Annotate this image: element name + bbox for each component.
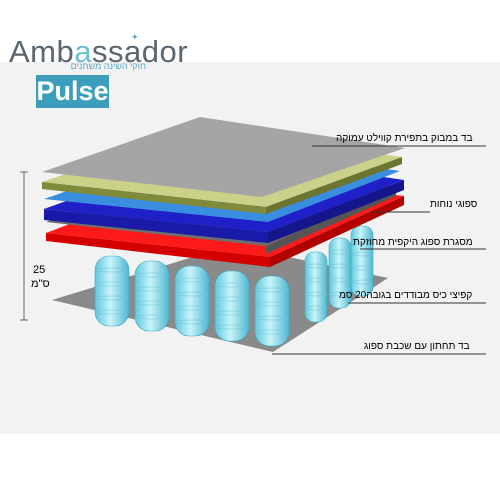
label-bottom-fabric: בד תחתון עם שכבת ספוג — [364, 341, 470, 352]
pocket-springs-layer — [94, 225, 374, 347]
pocket-spring-coil — [350, 279, 374, 285]
pocket-spring-coil — [134, 272, 170, 278]
comfort-foam-layer-side — [42, 182, 266, 214]
pocket-spring-coil — [254, 301, 290, 307]
callout-lines — [272, 145, 486, 355]
pocket-spring — [350, 225, 374, 297]
edge-frame-layer-right-side — [270, 196, 404, 267]
height-unit: ס"מ — [31, 278, 50, 290]
brand-name-suffix: ssador — [92, 34, 189, 69]
pocket-spring-coil — [94, 267, 130, 273]
pocket-spring-coil — [350, 237, 374, 243]
pocket-spring-coil — [350, 265, 374, 271]
pocket-spring-coil — [254, 287, 290, 293]
pocket-spring-coil — [134, 314, 170, 320]
pocket-spring — [174, 265, 210, 337]
pocket-spring-coil — [134, 300, 170, 306]
product-badge: Pulse — [36, 75, 109, 108]
sparkle-icon: ✦ — [131, 32, 139, 42]
pocket-spring — [214, 270, 250, 342]
brand-name-highlight: a — [74, 34, 92, 69]
pocket-spring-coil — [174, 305, 210, 311]
height-indicator — [20, 171, 28, 321]
height-value: 25 — [33, 264, 46, 276]
pocket-spring-coil — [214, 296, 250, 302]
top-fabric-layer — [42, 117, 405, 197]
edge-frame-layer-side — [46, 233, 270, 267]
label-top-fabric: בד במבוק בתפירת קווילט עמוקה — [336, 133, 473, 144]
pocket-spring-coil — [214, 282, 250, 288]
pocket-spring — [134, 260, 170, 332]
pocket-spring-coil — [94, 309, 130, 315]
pocket-spring-coil — [254, 329, 290, 335]
label-edge-frame: מסגרת ספוג היקפית מחוזקת — [353, 237, 473, 248]
pocket-spring-coil — [304, 263, 328, 269]
pocket-spring-coil — [304, 291, 328, 297]
label-comfort-foam: ספוגי נוחות — [430, 199, 478, 210]
pocket-spring-coil — [254, 315, 290, 321]
pocket-spring — [94, 255, 130, 327]
pocket-spring-coil — [94, 281, 130, 287]
pocket-spring-coil — [174, 291, 210, 297]
brand-logo: Ambassador — [9, 36, 188, 67]
label-pocket-springs: קפיצי כיס מבודדים בגובה20 סמ — [339, 290, 473, 301]
blue-foam-layer-right-side — [268, 180, 404, 243]
pocket-spring — [254, 275, 290, 347]
pocket-spring-coil — [174, 319, 210, 325]
pocket-spring-coil — [214, 310, 250, 316]
pocket-spring-coil — [328, 291, 352, 297]
comfort-foam-layer-right-side — [266, 157, 402, 214]
pocket-spring-coil — [174, 277, 210, 283]
blue-foam-layer-side — [44, 209, 268, 243]
pocket-spring — [304, 251, 328, 323]
pocket-spring-coil — [304, 277, 328, 283]
brand-name-prefix: Amb — [9, 34, 75, 69]
pocket-spring-coil — [304, 305, 328, 311]
pocket-spring-coil — [214, 324, 250, 330]
brand-tagline: חוקי השינה משתנים — [70, 61, 146, 71]
pocket-spring-coil — [350, 251, 374, 257]
pocket-spring-coil — [94, 295, 130, 301]
pocket-spring-coil — [134, 286, 170, 292]
